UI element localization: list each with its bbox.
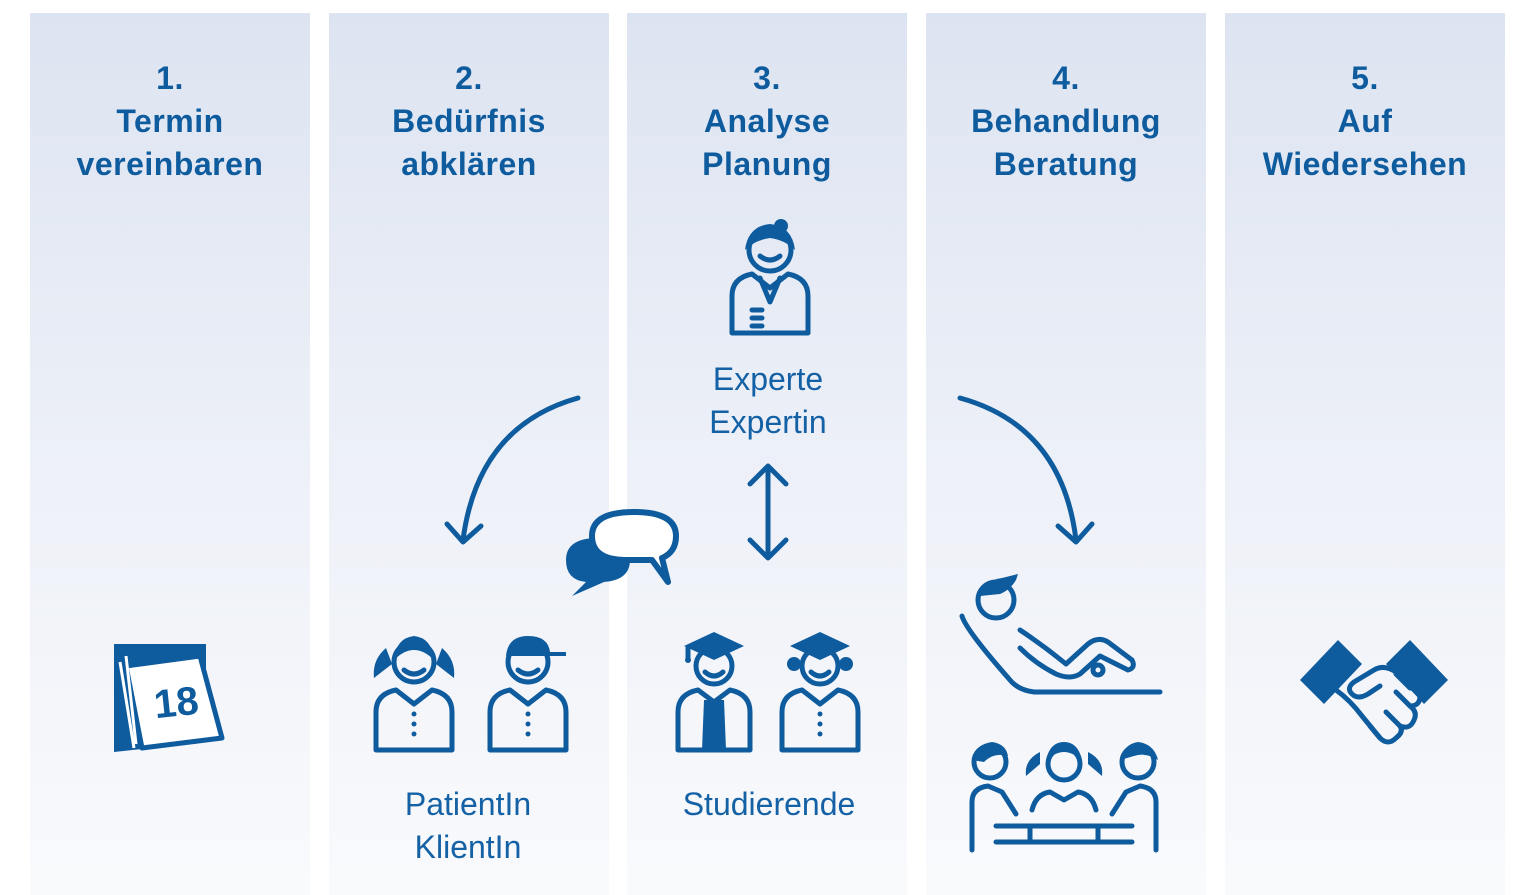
handshake-icon [1300, 640, 1448, 745]
boy-client-icon [487, 636, 569, 753]
step-title-4: 4. Behandlung Beratung [926, 57, 1206, 186]
step-label-line1: Auf [1337, 103, 1393, 139]
patient-label: PatientIn KlientIn [368, 783, 568, 869]
patient-label-line2: KlientIn [414, 829, 522, 865]
curved-arrow-left-icon [444, 395, 581, 545]
step-label-line1: Analyse [703, 103, 831, 139]
expert-person-icon [729, 219, 811, 336]
step-column-5: 5. Auf Wiedersehen [1225, 13, 1505, 895]
expert-label: Experte Expertin [668, 358, 868, 444]
curved-arrow-right-icon [957, 395, 1095, 545]
calendar-day: 18 [152, 679, 201, 727]
step-label-line2: Beratung [993, 146, 1139, 182]
step-number: 2. [455, 60, 483, 96]
expert-label-line2: Expertin [709, 404, 827, 440]
step-label-line2: abklären [401, 146, 537, 182]
step-label-line1: Termin [116, 103, 224, 139]
step-title-2: 2. Bedürfnis abklären [329, 57, 609, 186]
step-number: 1. [156, 60, 184, 96]
speech-bubbles-icon [566, 509, 679, 596]
girl-patient-icon [373, 636, 455, 753]
step-column-1: 1. Termin vereinbaren [30, 13, 310, 895]
student-graduate-female-icon [779, 632, 861, 753]
step-label-line2: Planung [702, 146, 832, 182]
calendar-icon: 18 [114, 644, 225, 752]
step-title-3: 3. Analyse Planung [627, 57, 907, 186]
expert-label-line1: Experte [712, 361, 824, 397]
step-label-line1: Bedürfnis [392, 103, 546, 139]
student-graduate-icon [675, 632, 753, 753]
students-label: Studierende [682, 786, 856, 822]
step-label-line2: vereinbaren [76, 146, 264, 182]
double-arrow-vertical-icon [747, 463, 789, 561]
step-label-line2: Wiedersehen [1262, 146, 1468, 182]
group-counseling-icon [969, 742, 1159, 853]
patient-label-line1: PatientIn [404, 786, 532, 822]
reclining-patient-icon [959, 574, 1163, 695]
step-number: 3. [753, 60, 781, 96]
step-title-5: 5. Auf Wiedersehen [1225, 57, 1505, 186]
step-title-1: 1. Termin vereinbaren [30, 57, 310, 186]
step-label-line1: Behandlung [971, 103, 1161, 139]
step-number: 4. [1052, 60, 1080, 96]
step-number: 5. [1351, 60, 1379, 96]
